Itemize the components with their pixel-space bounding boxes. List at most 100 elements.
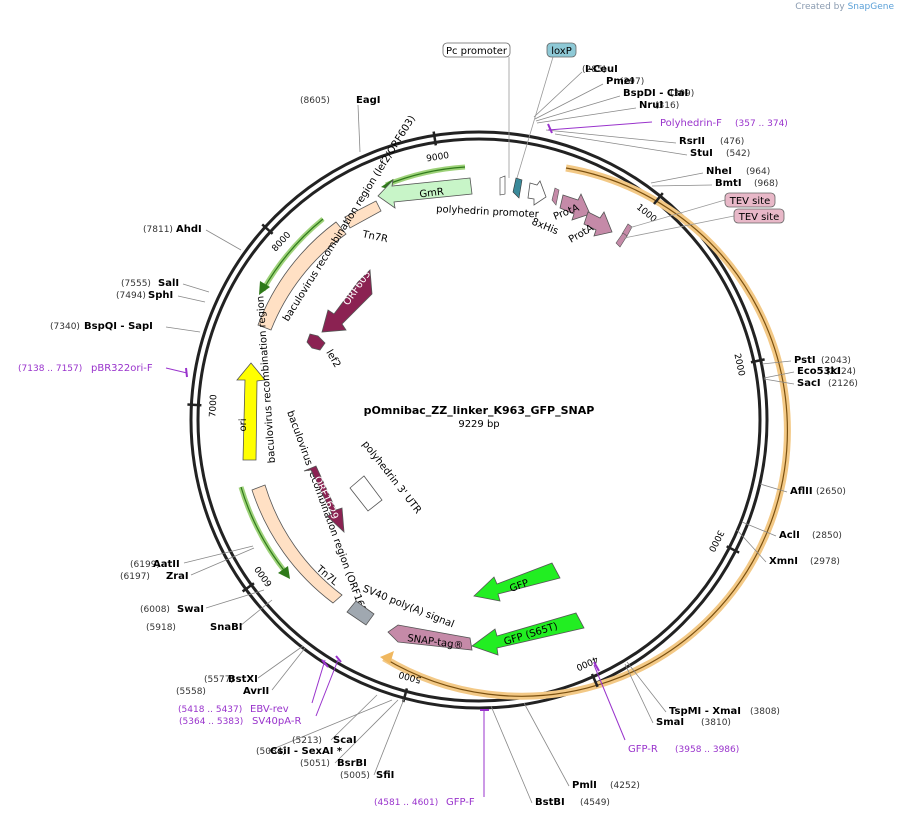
site-enzyme-name: NruI: [639, 100, 663, 111]
site-enzyme-name: BspQI - SapI: [84, 321, 153, 332]
restriction-site: (297)PmeI: [606, 76, 644, 87]
site-leader-line: [257, 645, 304, 679]
primer-annotations: (357 .. 374)Polyhedrin-F (3958 .. 3986)GF…: [18, 118, 788, 808]
primer: (4581 .. 4601)GFP-F: [374, 797, 475, 808]
restriction-site: (2124)Eco53kI: [797, 366, 856, 377]
boxed-label-text: TEV site: [729, 196, 771, 207]
restriction-site: (3810)SmaI: [656, 717, 731, 728]
site-enzyme-name: SnaBI: [210, 622, 242, 633]
site-enzyme-name: BspDI - ClaI: [623, 88, 688, 99]
tick-mark: [653, 192, 664, 205]
site-leader-line: [534, 83, 604, 120]
primer-leader-line: [593, 664, 626, 741]
primer: (357 .. 374)Polyhedrin-F: [660, 118, 788, 129]
site-leader-line: [267, 699, 393, 752]
site-leader-line: [763, 378, 795, 385]
boxed-feature-label: Pc promoter: [442, 42, 511, 58]
restriction-site: (5558) AvrII: [176, 686, 269, 697]
site-enzyme-name: BsrBI: [337, 758, 367, 769]
site-coordinate: (316): [655, 101, 679, 111]
site-enzyme-name: RsrII: [679, 136, 705, 147]
primer-leader-line: [547, 121, 653, 131]
pc-promoter-marker: [499, 175, 506, 196]
site-enzyme-name: SwaI: [177, 604, 204, 615]
restriction-site: (7811)AhdI: [143, 224, 202, 235]
restriction-site: (5577)BstXI: [204, 674, 258, 685]
site-coordinate: (5213): [292, 736, 322, 746]
site-coordinate: (2978): [810, 557, 840, 567]
primer-mark: [185, 367, 188, 378]
tick-label: 3000: [706, 528, 725, 553]
primer: (5364 .. 5383)SV40pA-R: [179, 716, 301, 727]
site-coordinate: (476): [720, 137, 744, 147]
boxed-label-text: TEV site: [738, 212, 780, 223]
tick-mark: [750, 358, 765, 364]
feature-label-prota-2: ProtA: [567, 223, 596, 246]
site-coordinate: (5084): [256, 747, 286, 757]
site-coordinate: (5051): [300, 759, 330, 769]
site-coordinate: (2126): [828, 379, 858, 389]
site-coordinate: (2850): [812, 531, 842, 541]
primer: (7138 .. 7157)pBR322ori-F: [18, 363, 153, 374]
restriction-site: (3808)TspMI - XmaI: [669, 706, 780, 717]
restriction-site: (8605)EagI: [300, 95, 380, 106]
site-enzyme-name: Eco53kI: [797, 366, 841, 377]
restriction-site: (2978)XmnI: [769, 556, 840, 567]
boxed-feature-label: loxP: [546, 42, 577, 58]
site-coordinate: (297): [620, 77, 644, 87]
tick-mark: [726, 545, 740, 554]
restriction-site: (5084)CsiI - SexAI *: [256, 746, 343, 757]
site-coordinate: (968): [754, 179, 778, 189]
primer-name: SV40pA-R: [252, 716, 301, 727]
backbone-inner: [196, 137, 762, 703]
site-enzyme-name: BstBI: [535, 797, 565, 808]
site-leader-line: [763, 371, 795, 379]
site-enzyme-name: ZraI: [166, 571, 189, 582]
site-coordinate: (7494): [116, 291, 146, 301]
primer-mark: [321, 659, 329, 668]
site-leader-line: [741, 521, 777, 537]
primer-range: (7138 .. 7157): [18, 364, 82, 374]
feature-gmr: GmR: [377, 177, 473, 209]
primer-range: (4581 .. 4601): [374, 798, 438, 808]
site-coordinate: (285): [582, 65, 606, 75]
site-leader-line: [183, 545, 254, 564]
site-coordinate: (542): [726, 149, 750, 159]
site-enzyme-name: PmeI: [606, 76, 634, 87]
site-leader-line: [545, 129, 677, 144]
restriction-site: (316)NruI: [639, 100, 679, 111]
site-coordinate: (7555): [121, 279, 151, 289]
site-enzyme-name: StuI: [690, 148, 713, 159]
restriction-site: (5213)ScaI: [292, 735, 357, 746]
site-enzyme-name: BmtI: [715, 178, 742, 189]
feature-label-gmr: GmR: [419, 187, 445, 201]
site-enzyme-name: AflII: [790, 486, 813, 497]
site-leader-line: [373, 698, 405, 776]
site-leader-line: [177, 295, 206, 303]
restriction-site: (7555)SalI: [121, 278, 179, 289]
site-coordinate: (2043): [821, 356, 851, 366]
restriction-site: (5051) BsrBI: [300, 758, 367, 769]
boxed-label-leader: [516, 56, 554, 179]
tick-mark: [261, 223, 274, 235]
site-enzyme-name: AvrII: [243, 686, 269, 697]
feature-ori: ori: [236, 362, 266, 461]
primer-name: GFP-R: [628, 744, 658, 755]
primer: (3958 .. 3986)GFP-R: [628, 744, 739, 755]
site-coordinate: (5558): [176, 687, 206, 697]
plasmid-name: pOmnibac_ZZ_linker_K963_GFP_SNAP: [364, 404, 595, 417]
feature-label-ori: ori: [238, 418, 249, 431]
site-enzyme-name: CsiI - SexAI *: [270, 746, 343, 757]
restriction-site: (309)BspDI - ClaI: [623, 88, 694, 99]
restriction-site: (285)I-CeuI: [582, 64, 618, 75]
tick-label: 2000: [731, 353, 746, 378]
feature-polyhedrin-utr: polyhedrin 3' UTR: [349, 439, 423, 516]
site-leader-line: [205, 589, 265, 609]
loxp-marker: [512, 177, 523, 199]
site-leader-line: [533, 71, 583, 118]
restriction-site: (5005)SfiI: [340, 770, 394, 781]
site-enzyme-name: PmlI: [572, 780, 597, 791]
tev-marker-2: [615, 232, 628, 248]
site-leader-line: [554, 133, 688, 156]
